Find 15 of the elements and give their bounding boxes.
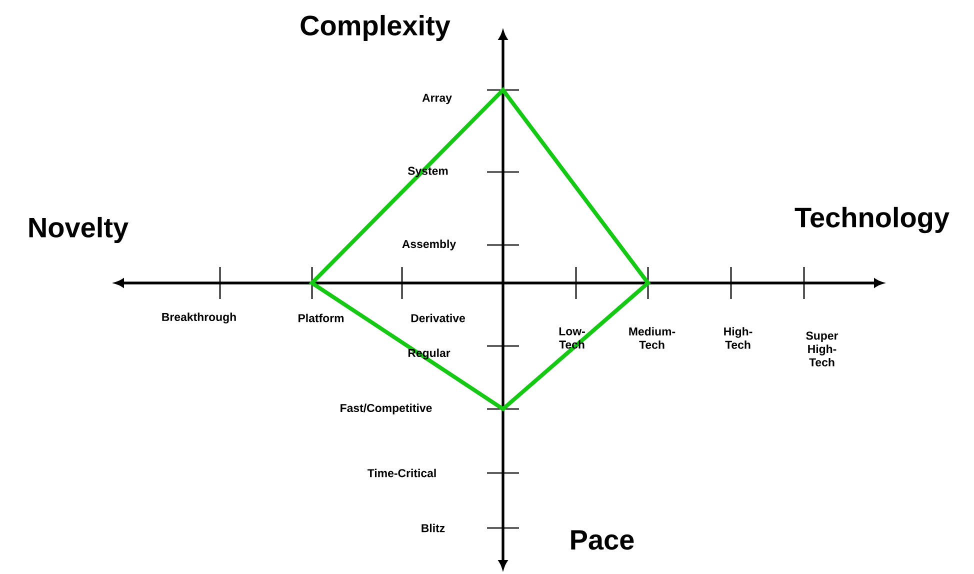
axis-title: Pace <box>571 530 634 550</box>
tick-label: Super High-Tech <box>806 332 838 366</box>
tick-label: Derivative <box>411 314 465 322</box>
tick-label: Array <box>422 94 452 104</box>
tick-label: Breakthrough <box>162 312 236 324</box>
tick-label: Blitz <box>422 524 445 532</box>
tick-label: Medium-Tech <box>629 327 676 349</box>
tick-label: Fast/Competitive <box>340 404 432 414</box>
axis-title: Novelty <box>29 216 128 244</box>
axis-title: Complexity <box>300 14 450 42</box>
axis-title: Technology <box>794 206 950 234</box>
tick-label: Platform <box>298 314 344 322</box>
tick-label: Time-Critical <box>368 468 436 478</box>
tick-label: Assembly <box>402 240 456 250</box>
tick-label: High-Tech <box>724 327 752 349</box>
